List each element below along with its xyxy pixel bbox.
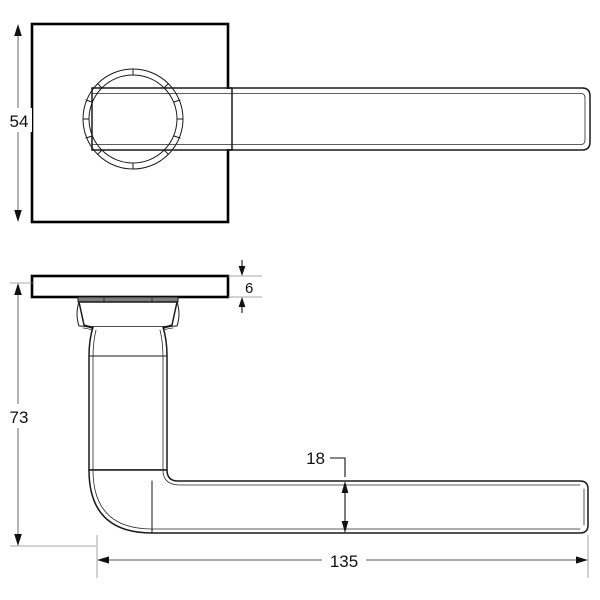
collar-left-flare [76,301,80,327]
rose-tick-45 [163,83,169,89]
side-lever-inner-line [162,469,581,486]
rose-tick-337 [173,135,181,139]
side-stem-left-inner [92,329,97,471]
dim-6-arrow-top [238,266,246,276]
front-lever-bar-over-plate [91,87,233,151]
collar-right-flare [176,301,180,327]
dim-6-text: 6 [245,280,253,297]
dim-135-text-mask [322,548,366,572]
dim-54-arrow-bottom [14,210,22,222]
side-rose-plate [30,274,230,299]
side-lever-outer-inner-line [92,469,581,530]
rose-tick-225 [97,149,103,155]
front-bar-plate-overlap-fill [92,89,232,149]
dim-73-text-mask [6,404,32,428]
front-rose-ring [82,68,233,170]
rose-tick-315 [163,149,169,155]
side-stem-right-inner [159,329,164,471]
dim-73-text: 73 [10,408,29,427]
dim-54-arrow-top [14,24,22,36]
dim-73-arrow-bottom [14,534,22,546]
dimension-73: 73 [6,282,96,547]
side-lever-arm [88,469,589,534]
rose-tick-22 [173,99,181,103]
dimension-18: 18 [306,449,349,533]
side-lever-outline [88,469,589,534]
dimension-6: 6 [228,260,262,313]
front-lever-bar-top-highlight [91,93,586,99]
dim-135-arrow-left [97,556,109,564]
dimension-135: 135 [96,535,589,578]
front-view-group: 54 [6,22,591,224]
dim-18-leader [330,457,346,477]
dim-6-arrow-bottom [238,297,246,307]
dim-73-arrow-top [14,283,22,295]
rose-tick-157 [85,99,93,103]
dim-54-text: 54 [10,112,29,131]
rose-tick-202 [85,135,93,139]
front-lever-bar-bottom-highlight [91,139,586,145]
dim-18-arrow-bottom [341,521,349,533]
side-view-group: 6 73 18 [6,260,589,578]
rose-tick-135 [97,83,103,89]
rose-segment-ticks [82,68,184,170]
dim-18-arrow-top [341,481,349,493]
dim-135-text: 135 [330,552,358,571]
dim-18-text: 18 [306,449,325,468]
side-stem-outline [88,326,168,471]
side-collar-outline [78,301,178,328]
dim-54-text-mask [6,108,32,132]
side-stem [88,326,168,471]
dim-135-arrow-right [576,556,588,564]
dimension-54: 54 [6,24,32,222]
